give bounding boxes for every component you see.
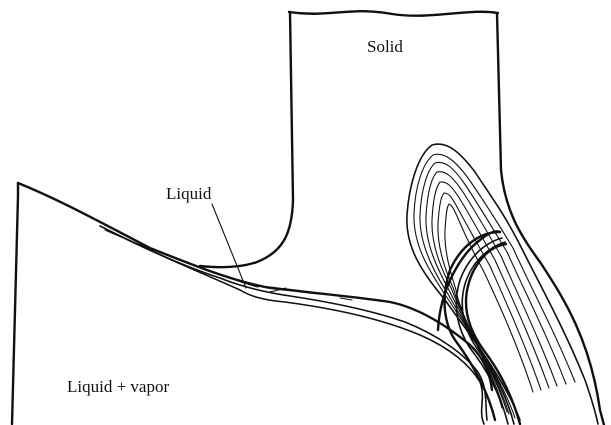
liquid-leader-line — [212, 204, 246, 288]
core-band-right — [445, 232, 500, 420]
label-liquid-vapor: Liquid + vapor — [67, 377, 169, 396]
solid-column-right-edge — [497, 13, 604, 425]
liquid-band-lower-boundary — [120, 236, 484, 424]
solid-column-left-edge — [200, 12, 293, 267]
left-boundary-line — [12, 183, 18, 424]
label-solid: Solid — [367, 37, 403, 56]
label-liquid: Liquid — [166, 184, 212, 203]
solid-column-top-edge — [289, 11, 498, 16]
